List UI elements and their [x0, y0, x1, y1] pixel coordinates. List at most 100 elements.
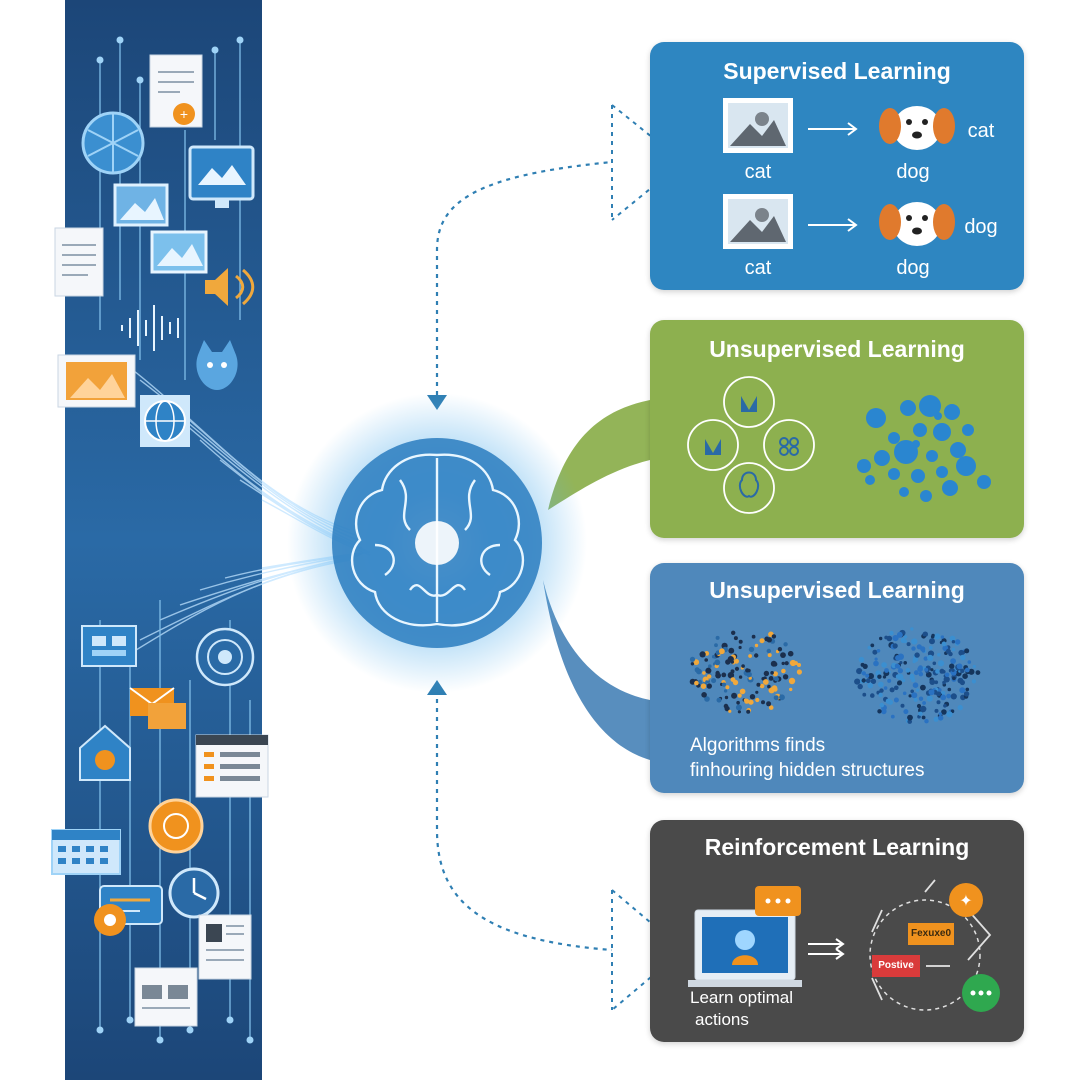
scatter-point [921, 649, 926, 653]
scatter-point [706, 683, 712, 689]
scatter-point [701, 692, 707, 698]
scatter-point [967, 660, 972, 664]
scatter-point [763, 676, 767, 680]
scatter-point [772, 671, 778, 677]
gear-icon [94, 904, 126, 936]
scatter-point [911, 638, 918, 645]
scatter-point [873, 660, 879, 667]
clock-icon [168, 867, 220, 919]
scatter-point [777, 647, 783, 652]
cat-icon [196, 340, 238, 390]
scatter-point [914, 652, 920, 658]
spreadsheet-icon [195, 734, 269, 798]
scatter-point [939, 668, 945, 674]
coin-icon [148, 798, 204, 854]
scatter-point [738, 675, 743, 679]
scatter-point [897, 673, 904, 680]
scatter-point [788, 677, 796, 685]
scatter-point [931, 633, 935, 638]
scatter-point [903, 661, 907, 665]
scatter-point [879, 688, 884, 693]
scatter-point [793, 661, 798, 666]
scatter-point [913, 670, 919, 676]
scatter-point [734, 666, 740, 671]
scatter-point [910, 673, 914, 678]
panel-supervised-learning: Supervised Learning [650, 42, 1024, 290]
scatter-point [940, 691, 946, 696]
newspaper-icon [134, 967, 198, 1027]
scatter-point [936, 700, 941, 705]
scatter-point [902, 691, 907, 696]
dog-icon [879, 202, 955, 246]
scatter-point [870, 693, 875, 698]
scatter-point [766, 637, 772, 643]
panel-title: Unsupervised Learning [709, 577, 965, 603]
scatter-point [911, 646, 916, 651]
cycle-corners [871, 879, 992, 1001]
row1-result-label: cat [967, 120, 995, 142]
panel-unsupervised-learning-structures: Unsupervised Learning Algorithms finds f… [650, 563, 1024, 793]
scatter-point [924, 667, 929, 672]
scatter-point [901, 678, 906, 683]
scatter-point [731, 630, 736, 635]
description-line-1: Algorithms finds [690, 735, 826, 756]
scatter-point [725, 685, 730, 690]
scatter-point [870, 678, 877, 684]
connector-supervised [435, 160, 613, 395]
scatter-point [782, 674, 789, 680]
scatter-point [882, 675, 887, 679]
image-icon [723, 98, 793, 153]
scatter-point [877, 681, 884, 688]
scatter-point [959, 687, 966, 694]
scatter-point [934, 680, 939, 685]
scatter-point [924, 719, 929, 724]
scatter-point [702, 671, 706, 675]
scatter-point [861, 671, 866, 676]
supervised-row-graphics [723, 98, 955, 249]
left-strip-icons: + [51, 54, 269, 1027]
scatter-point [887, 678, 892, 683]
scatter-point [951, 668, 955, 672]
scatter-point [766, 701, 772, 707]
scatter-point [950, 709, 955, 713]
image-icon [150, 230, 208, 274]
image-icon [113, 183, 169, 227]
scatter-point [937, 660, 945, 667]
scatter-point [946, 693, 952, 699]
scatter-point [739, 688, 746, 695]
star-badge-icon: ✦ [949, 883, 983, 917]
waveform-icon [121, 305, 179, 351]
ellipsis-badge-icon [962, 974, 1000, 1012]
connector-reinforcement [435, 690, 613, 952]
scatter-point [779, 694, 785, 701]
scatter-point [728, 709, 732, 713]
scatter-point [694, 680, 699, 686]
scatter-point [938, 712, 942, 716]
scatter-point [935, 669, 940, 674]
scatter-point [874, 657, 878, 661]
scatter-point [714, 659, 721, 666]
scatter-point [915, 688, 920, 692]
scatter-point [784, 661, 789, 666]
structure-scatter [689, 627, 981, 724]
scatter-point [959, 679, 965, 686]
scatter-point [723, 703, 729, 709]
scatter-point [771, 685, 778, 691]
scatter-point [907, 719, 912, 724]
scatter-point [715, 672, 721, 679]
cluster-icons [687, 376, 815, 514]
scatter-point [910, 627, 914, 631]
scatter-point [783, 642, 788, 647]
scatter-point [941, 709, 947, 715]
scatter-point [746, 671, 752, 678]
scatter-point [736, 700, 740, 705]
arrow-right-icon [808, 218, 858, 232]
scatter-point [889, 687, 895, 693]
scatter-point [789, 687, 793, 692]
scatter-point [781, 668, 786, 674]
tag-2: Postive [878, 960, 914, 971]
tag-box-1 [908, 923, 954, 945]
scatter-point [716, 697, 722, 703]
scatter-point [949, 663, 955, 669]
